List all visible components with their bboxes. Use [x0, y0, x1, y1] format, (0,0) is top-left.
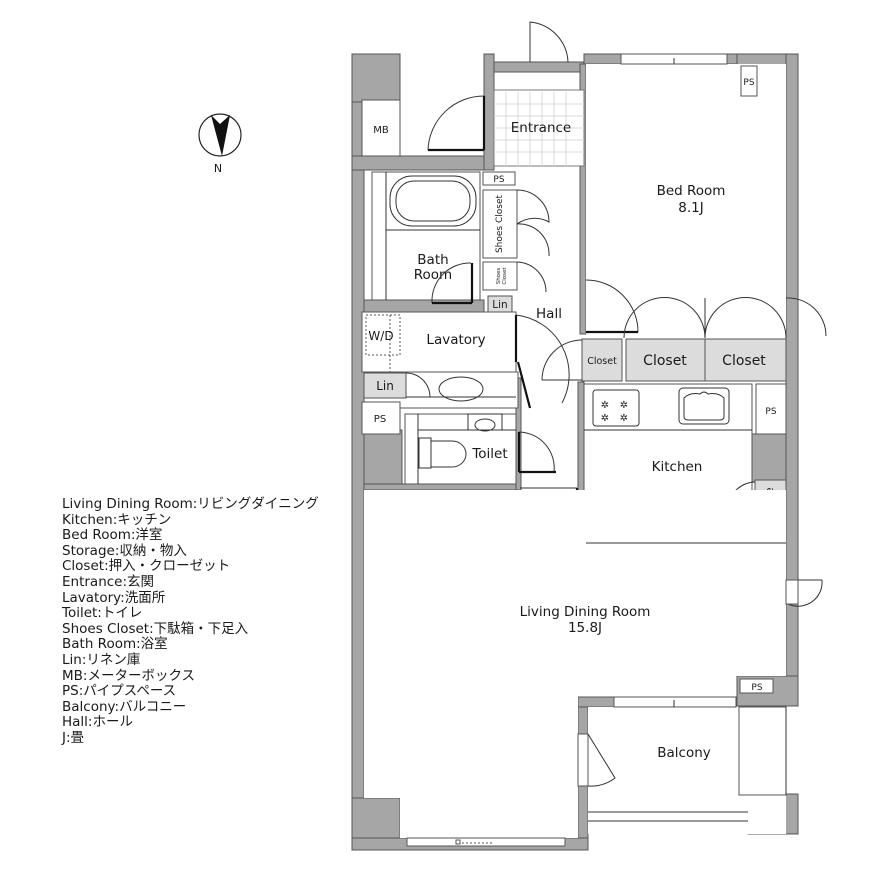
entrance: Entrance — [493, 89, 585, 167]
bed-room-size: 8.1J — [678, 200, 703, 216]
closet-1 — [625, 338, 706, 382]
shoes-closet-label: Shoes Closet — [495, 195, 505, 254]
balcony-label: Balcony — [657, 745, 711, 761]
toilet-door[interactable] — [518, 431, 555, 473]
living-window — [406, 837, 566, 847]
legend-item: Toilet:トイレ — [62, 605, 143, 622]
lavatory-label: Lavatory — [426, 332, 485, 348]
living-label: Living Dining Room — [520, 604, 651, 620]
legend-item: Storage:収納・物入 — [62, 542, 187, 559]
entrance-label: Entrance — [511, 120, 572, 136]
shoes-closet-door[interactable] — [516, 189, 550, 225]
corridor-door[interactable] — [427, 95, 485, 151]
closet-door-2[interactable] — [704, 297, 787, 339]
closet-1-label: Closet — [643, 353, 687, 369]
small-closet — [581, 338, 623, 382]
ps-lower-label: PS — [751, 683, 762, 693]
living-size: 15.8J — [568, 620, 602, 636]
ps-kitchen — [755, 383, 787, 435]
lin-lavatory-label: Lin — [376, 379, 394, 393]
legend-item: Kitchen:キッチン — [62, 511, 172, 528]
closet-2-label: Closet — [722, 353, 766, 369]
ps-left — [361, 401, 401, 435]
lavatory: W/D Lavatory Lin — [361, 311, 519, 409]
legend-item: Entrance:玄関 — [62, 573, 155, 590]
legend-item: Lin:リネン庫 — [62, 651, 141, 668]
legend-item: Hall:ホール — [62, 714, 133, 731]
compass-label: N — [214, 162, 222, 175]
hall-label: Hall — [536, 306, 562, 322]
svg-text:✲: ✲ — [601, 400, 609, 411]
svg-text:✲: ✲ — [601, 413, 609, 424]
bed-room: PS Bed Room 8.1J — [586, 53, 786, 334]
bath-room: Bath Room — [371, 171, 481, 301]
balcony-window — [613, 696, 737, 708]
legend: Living Dining Room:リビングダイニング Kitchen:キッチ… — [62, 496, 319, 747]
stove-icon — [592, 389, 640, 427]
bath-room-label-1: Bath — [417, 252, 448, 268]
bath-room-door[interactable] — [431, 262, 472, 304]
ps-left-label: PS — [374, 414, 386, 425]
legend-item: Bath Room:浴室 — [62, 636, 168, 653]
ps-lower — [739, 678, 774, 694]
balcony: Balcony — [577, 696, 787, 834]
legend-item: Bed Room:洋室 — [62, 527, 163, 544]
shoes-closet-small — [482, 261, 518, 291]
front-door[interactable] — [529, 21, 569, 63]
legend-item: Closet:押入・クローゼット — [62, 558, 231, 575]
legend-item: J:畳 — [62, 729, 85, 746]
hall-door[interactable] — [515, 314, 570, 404]
legend-item: PS:パイプスペース — [62, 683, 177, 700]
lin-lavatory — [363, 372, 407, 399]
legend-item: Lavatory:洗面所 — [62, 589, 166, 606]
ps-entrance-label: PS — [493, 175, 504, 185]
north-compass-icon: N — [198, 113, 242, 175]
meter-box — [361, 99, 401, 157]
small-closet-label: Closet — [587, 356, 617, 367]
bed-room-door[interactable] — [585, 279, 639, 333]
legend-item: MB:メーターボックス — [62, 667, 196, 684]
closet-small-door[interactable] — [541, 339, 583, 381]
ps-bedroom-label: PS — [743, 78, 754, 88]
legend-item: Balcony:バルコニー — [62, 698, 187, 715]
svg-text:✲: ✲ — [620, 413, 628, 424]
shoes-closet-small-label-2: Closet — [502, 267, 508, 285]
closet-2 — [704, 338, 787, 382]
shoes-closet-small-label-1: Shoes — [496, 268, 502, 285]
sink-icon — [678, 387, 730, 425]
kitchen-label: Kitchen — [652, 459, 703, 475]
toilet-label: Toilet — [471, 446, 507, 462]
shoes-closet-small-door[interactable] — [516, 261, 547, 293]
bed-room-side-door[interactable] — [785, 297, 827, 337]
bed-room-label: Bed Room — [657, 183, 726, 199]
ps-kitchen-label: PS — [765, 407, 776, 417]
svg-text:✲: ✲ — [620, 400, 628, 411]
legend-item: Living Dining Room:リビングダイニング — [62, 496, 319, 512]
lin-hall-label: Lin — [492, 299, 507, 311]
shoes-closet — [482, 189, 518, 259]
balcony-door[interactable] — [587, 733, 616, 787]
ps-entrance — [482, 171, 516, 186]
living-dining-room: Living Dining Room 15.8J — [364, 490, 786, 838]
legend-item: Shoes Closet:下駄箱・下足入 — [62, 620, 249, 637]
closet-door-1[interactable] — [623, 297, 706, 339]
mb-label: MB — [373, 125, 389, 136]
wd-label: W/D — [368, 329, 393, 343]
toilet: Toilet — [404, 413, 517, 485]
bath-room-label-2: Room — [414, 267, 452, 283]
